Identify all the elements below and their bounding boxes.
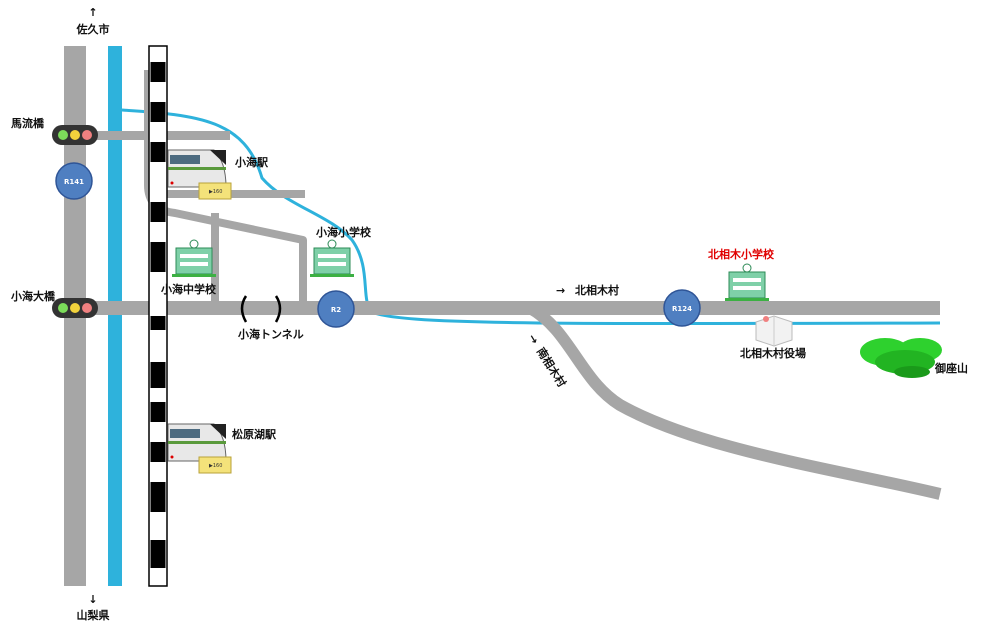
school-icon[interactable] [725, 263, 769, 301]
building-icon[interactable] [755, 315, 793, 347]
school-icon[interactable] [310, 239, 354, 277]
mountain-label: 御座山 [934, 361, 968, 375]
train-icon [167, 149, 227, 188]
village-office-label: 北相木村役場 [740, 346, 806, 360]
traffic-light-icon[interactable] [52, 298, 98, 318]
east-destination-label: 北相木村 [575, 283, 619, 297]
school-label-kitaaiki-elementary: 北相木小学校 [708, 247, 775, 261]
traffic-light-icon[interactable] [52, 125, 98, 145]
school-label-koumi-elementary: 小海小学校 [315, 225, 372, 239]
station-matsubarako[interactable]: ▶160 [167, 423, 232, 474]
southeast-arrow: → [525, 332, 541, 347]
railway [148, 45, 168, 587]
intersection-label-north: 馬流橋 [11, 116, 45, 130]
route-badge-r124[interactable]: R124 [663, 289, 701, 327]
station-sign-text: ▶160 [209, 189, 222, 195]
school-label-koumi-junior-high: 小海中学校 [160, 282, 217, 296]
intersection-label-south: 小海大橋 [10, 289, 56, 303]
southeast-destination-label: 南相木村 [534, 345, 569, 390]
station-label-matsubarako: 松原湖駅 [232, 427, 276, 441]
south-arrow: ↓ [88, 593, 97, 606]
road-network [64, 46, 942, 586]
route-badge-r141[interactable]: R141 [55, 162, 93, 200]
tunnel-icon [240, 295, 282, 323]
route-badge-label: R141 [64, 178, 84, 186]
train-icon [167, 423, 227, 462]
station-sign-icon: ▶160 [198, 182, 232, 200]
route-badge-r2[interactable]: R2 [317, 290, 355, 328]
school-icon[interactable] [172, 239, 216, 277]
north-arrow: ↑ [88, 6, 97, 19]
station-sign-text: ▶160 [209, 463, 222, 469]
station-label-koumi: 小海駅 [234, 155, 268, 169]
east-arrow: → [556, 284, 565, 297]
mountain-icon[interactable] [860, 338, 942, 378]
station-koumi[interactable]: ▶160 [167, 149, 232, 200]
route-badge-label: R124 [672, 305, 692, 313]
route-badge-label: R2 [331, 306, 341, 314]
station-sign-icon: ▶160 [198, 456, 232, 474]
tunnel-label: 小海トンネル [237, 327, 304, 341]
north-destination-label: 佐久市 [76, 22, 110, 36]
river [108, 46, 941, 586]
south-destination-label: 山梨県 [77, 608, 110, 622]
